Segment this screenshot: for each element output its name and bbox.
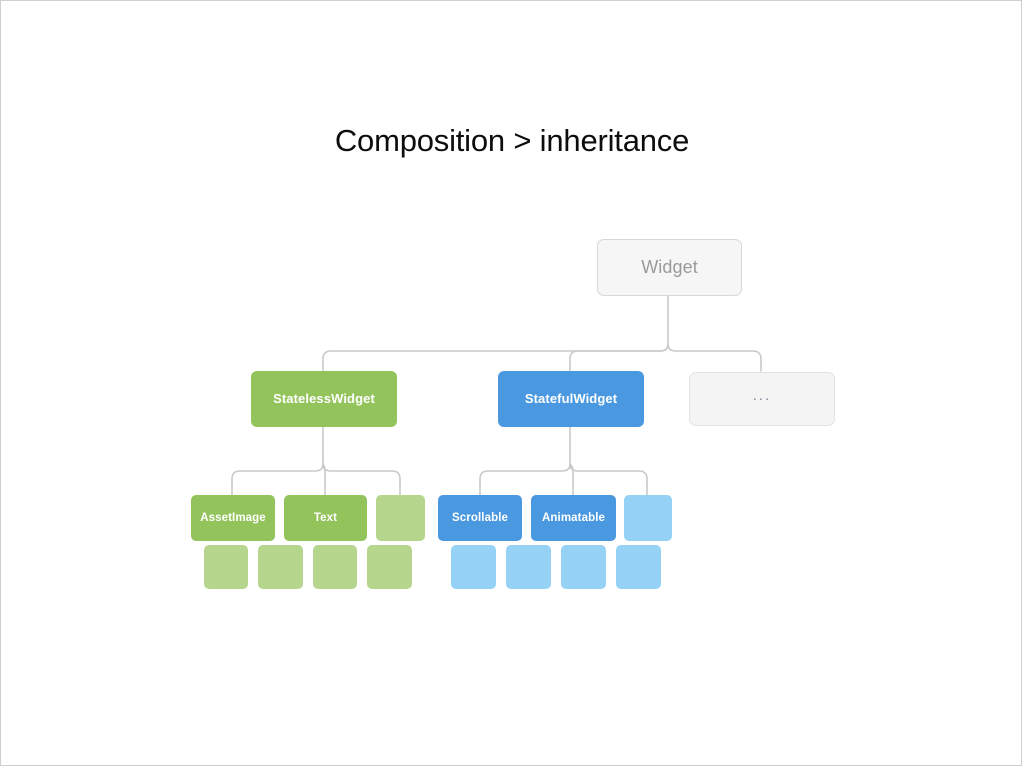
tree-tile-blue-4[interactable]	[616, 545, 661, 589]
tree-node-blue-extra[interactable]	[624, 495, 672, 541]
tree-node-scrollable-label: Scrollable	[452, 511, 508, 524]
tree-node-text-label: Text	[313, 511, 338, 524]
edge-stateless-to-text	[322, 463, 326, 496]
tree-node-widget-label: Widget	[641, 256, 698, 277]
tree-node-assetimage[interactable]: AssetImage	[191, 495, 275, 541]
tree-node-statefulwidget-label: StatefulWidget	[524, 390, 618, 406]
edge-root-to-placeholder	[667, 343, 762, 372]
tree-node-green-extra[interactable]	[376, 495, 425, 541]
ellipsis-icon: ...	[752, 386, 772, 404]
page-title: Composition > inheritance	[334, 123, 690, 158]
edge-stateful-to-animatable	[569, 463, 574, 496]
tree-node-animatable-label: Animatable	[542, 511, 605, 524]
tree-tile-blue-2[interactable]	[506, 545, 551, 589]
tree-node-assetimage-label: AssetImage	[200, 511, 266, 524]
tree-node-text[interactable]: Text	[284, 495, 367, 541]
tree-node-scrollable[interactable]: Scrollable	[438, 495, 522, 541]
edge-stateful-to-scrollable	[479, 463, 571, 496]
tree-tile-blue-3[interactable]	[561, 545, 606, 589]
edge-stateful-to-extra	[569, 463, 648, 496]
tree-tile-green-2[interactable]	[258, 545, 303, 589]
tree-tile-green-3[interactable]	[313, 545, 357, 589]
edge-stateless-to-assetimage	[231, 463, 324, 496]
edge-root-to-stateful	[569, 343, 669, 372]
tree-node-widget[interactable]: Widget	[597, 239, 742, 296]
tree-node-statefulwidget[interactable]: StatefulWidget	[498, 371, 644, 427]
tree-node-statelesswidget[interactable]: StatelessWidget	[251, 371, 397, 427]
tree-node-statelesswidget-label: StatelessWidget	[273, 390, 375, 406]
edge-stateless-to-extra	[322, 463, 401, 496]
tree-node-animatable[interactable]: Animatable	[531, 495, 616, 541]
tree-node-more-placeholder[interactable]: ...	[689, 372, 835, 426]
tree-tile-green-1[interactable]	[204, 545, 248, 589]
tree-tile-blue-1[interactable]	[451, 545, 496, 589]
edge-root-to-stateless	[322, 343, 669, 372]
tree-tile-green-4[interactable]	[367, 545, 412, 589]
